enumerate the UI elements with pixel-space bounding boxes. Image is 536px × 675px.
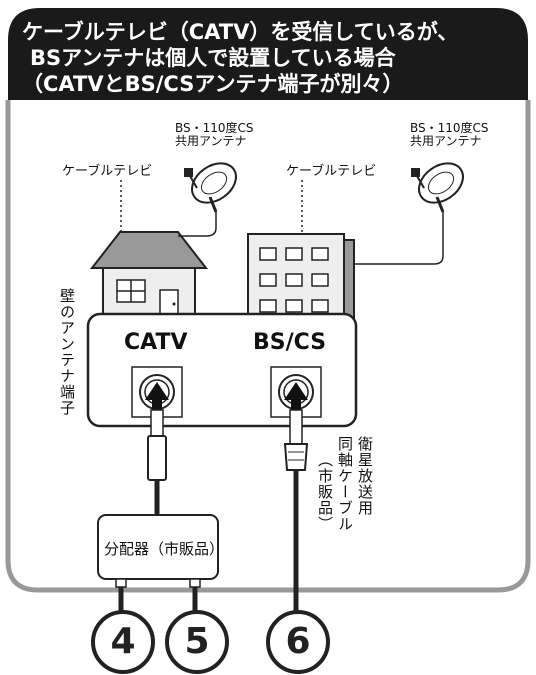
wall-terminal-label: 壁のアンテナ端子 (58, 288, 76, 416)
cable-tv-label-right: ケーブルテレビ (286, 164, 377, 179)
header-line-3: （CATVとBS/CSアンテナ端子が別々） (22, 72, 404, 96)
bs-dish-right (354, 162, 464, 265)
catv-port-label: CATV (124, 330, 188, 355)
splitter-out-1 (115, 578, 127, 588)
bscs-cable (283, 409, 309, 618)
house (89, 231, 209, 319)
bs-dish-left (178, 162, 237, 237)
header-line-1: ケーブルテレビ（CATV）を受信しているが、 (22, 20, 459, 44)
outer-frame (5, 100, 531, 593)
catv-arrow (145, 382, 169, 410)
catv-cable (147, 409, 167, 515)
header-banner (8, 8, 528, 100)
cable-tv-label-left: ケーブルテレビ (62, 164, 153, 179)
step-number-5: 5 (165, 610, 229, 674)
step-number-4: 4 (91, 610, 155, 674)
coax-label-col1: 衛星放送用 (356, 436, 374, 516)
apartment-building (247, 233, 355, 319)
coax-label-col2: 同軸ケーブル (336, 436, 354, 532)
bs-antenna-label-right: BS・110度CS 共用アンテナ (410, 121, 489, 148)
bs-antenna-label-left: BS・110度CS 共用アンテナ (175, 121, 254, 148)
splitter-label: 分配器（市販品） (104, 540, 225, 558)
header-line-2: BSアンテナは個人で設置している場合 (30, 46, 396, 70)
step-number-6: 6 (266, 610, 330, 674)
splitter-box (97, 514, 219, 580)
coax-label-col3: （市販品） (316, 452, 334, 532)
bscs-arrow (284, 382, 308, 410)
splitter-out-2 (189, 578, 201, 588)
bscs-port-label: BS/CS (253, 330, 327, 355)
